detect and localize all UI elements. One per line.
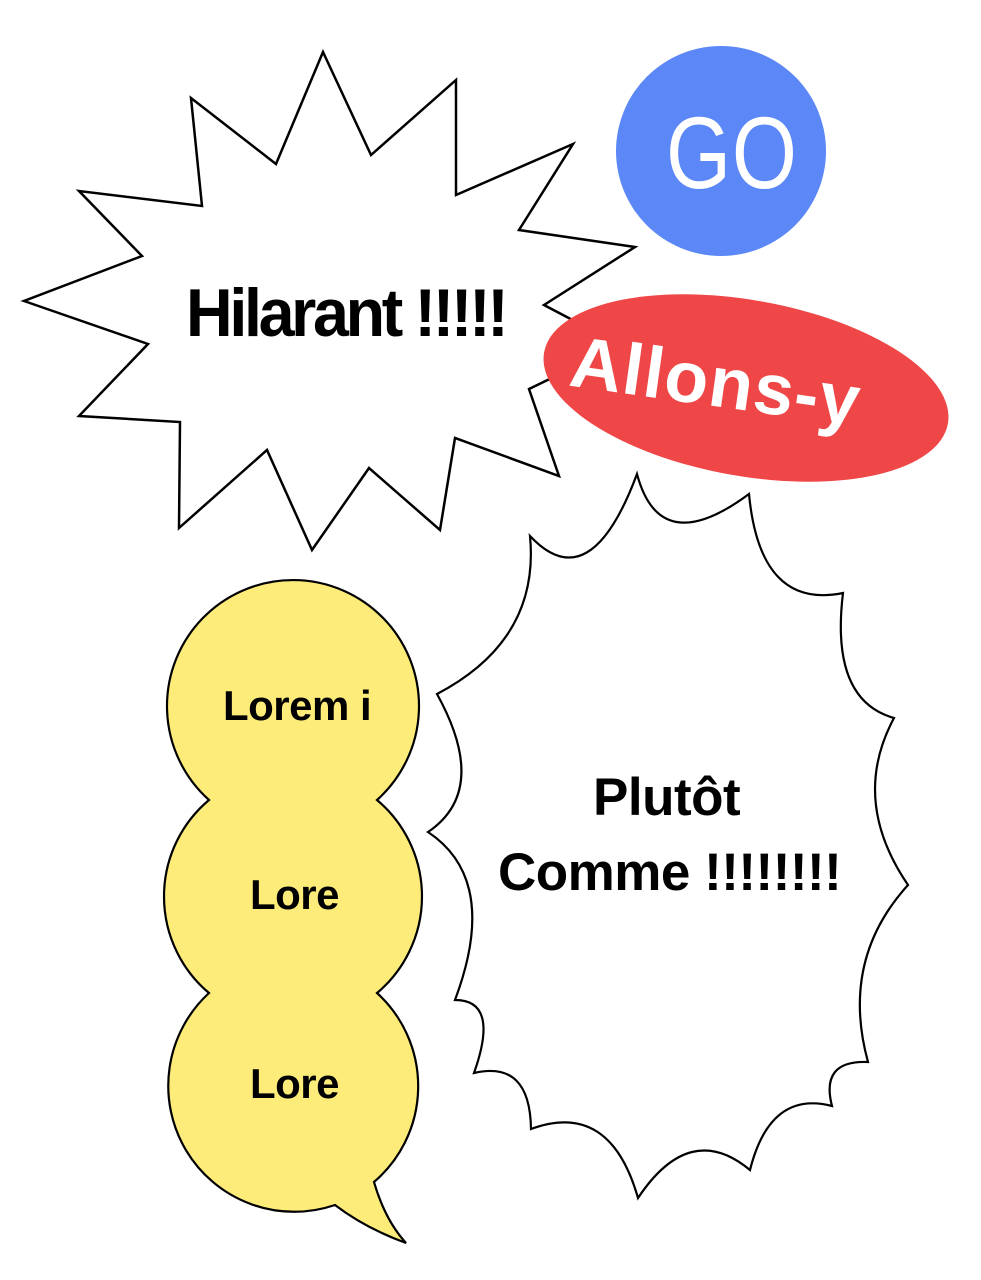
cloud-text-line1: Plutôt [593,768,741,827]
starburst-shape[interactable] [20,48,639,553]
bubble-text-1: Lorem i [223,682,372,729]
go-text: GO [666,96,798,210]
bubble-text-2: Lore [250,871,340,918]
stacked-bubble-shape[interactable] [162,579,424,1245]
cloud-bubble-shape[interactable] [426,470,910,1201]
go-circle-shape[interactable] [616,46,826,256]
starburst-text: Hilarant !!!!! [186,275,509,351]
cloud-text-line2: Comme !!!!!!!! [498,843,842,902]
bubble-text-3: Lore [250,1060,340,1107]
allons-ellipse-shape[interactable] [529,266,963,511]
